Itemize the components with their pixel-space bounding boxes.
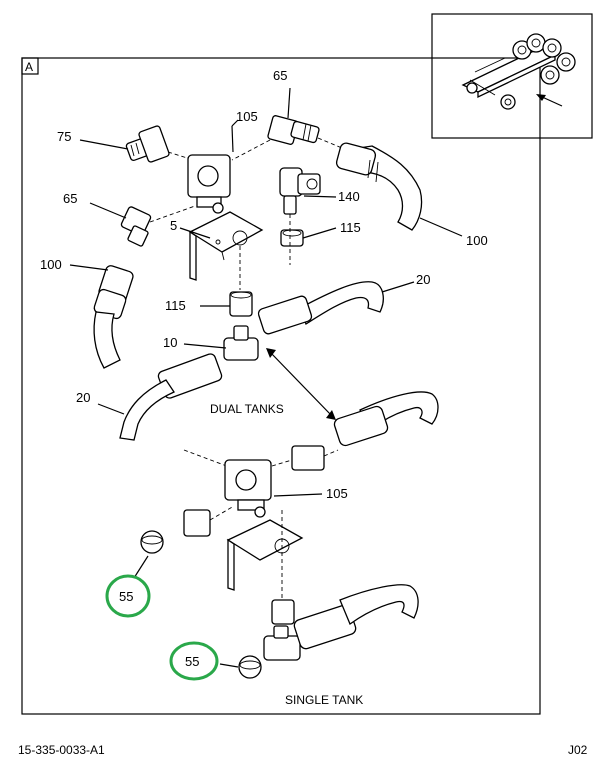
cap-55-lower <box>238 655 262 679</box>
hose-single-upper <box>333 391 439 447</box>
sheet-id: J02 <box>568 743 588 757</box>
elbow-fitting-140 <box>279 167 321 215</box>
callout-140: 140 <box>338 189 360 204</box>
callout-105-lower: 105 <box>326 486 348 501</box>
caption-dual-tanks: DUAL TANKS <box>210 402 284 416</box>
nut-lower <box>271 599 295 625</box>
callout-20-lower: 20 <box>76 390 90 405</box>
frame-label-box <box>21 57 39 75</box>
callout-75: 75 <box>57 129 71 144</box>
callout-5: 5 <box>170 218 177 233</box>
callout-55-lower: 55 <box>185 654 199 669</box>
tee-fitting-10 <box>223 325 259 361</box>
orientation-inset <box>431 13 593 139</box>
hose-100-left <box>93 265 134 369</box>
hose-20-lower <box>119 353 223 441</box>
callout-100-left: 100 <box>40 257 62 272</box>
callout-115-upper: 115 <box>340 220 361 235</box>
main-frame <box>21 57 541 715</box>
nut-115-lower <box>229 291 253 317</box>
block-fitting-105-upper <box>187 154 231 214</box>
tee-fitting-lower <box>263 625 301 661</box>
callout-55-upper: 55 <box>119 589 133 604</box>
hose-100-upper <box>335 142 423 231</box>
callout-20-upper: 20 <box>416 272 430 287</box>
bracket-5 <box>188 211 264 281</box>
elbow-fitting-65-left <box>120 206 152 247</box>
nut-115-upper <box>280 229 304 247</box>
document-id: 15-335-0033-A1 <box>18 743 105 757</box>
callout-105-upper: 105 <box>236 109 258 124</box>
nipple-fitting <box>183 509 211 537</box>
elbow-fitting-75 <box>125 125 170 163</box>
bracket-lower <box>226 519 304 591</box>
callout-115-lower: 115 <box>165 298 186 313</box>
highlight-circle-55-lower <box>169 641 219 681</box>
caption-single-tank: SINGLE TANK <box>285 693 363 707</box>
block-fitting-105-lower <box>224 459 272 518</box>
cap-55-upper <box>140 530 164 554</box>
callout-100-right: 100 <box>466 233 488 248</box>
elbow-fitting-lower <box>291 445 325 471</box>
elbow-fitting-65-upper <box>267 115 320 145</box>
frame-label: A <box>25 60 33 74</box>
callout-10: 10 <box>163 335 177 350</box>
callout-65-left: 65 <box>63 191 77 206</box>
highlight-circle-55-upper <box>105 574 151 618</box>
callout-65-upper: 65 <box>273 68 287 83</box>
hose-20-upper <box>257 281 384 335</box>
truck-chassis-icon <box>461 33 576 110</box>
hose-single-lower <box>293 584 419 650</box>
double-arrow <box>266 348 336 420</box>
